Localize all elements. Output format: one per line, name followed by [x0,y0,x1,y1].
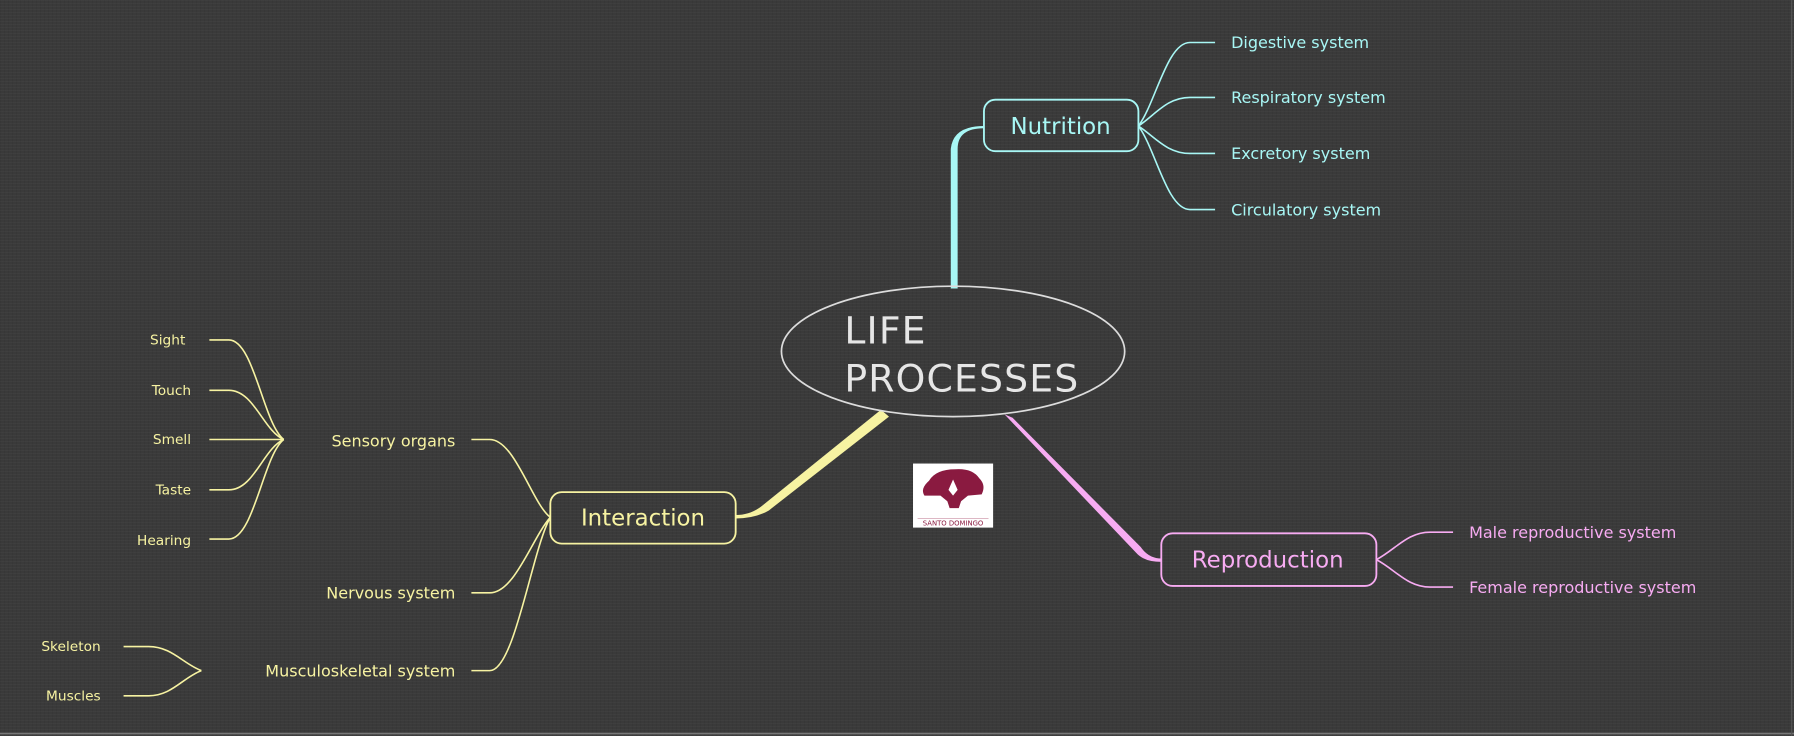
subtopic-sensory-organs[interactable]: Sensory organs [331,431,455,450]
subtopic-muscles[interactable]: Muscles [46,688,101,704]
nutrition-connectors [1137,41,1216,211]
interaction-connectors [123,339,552,697]
subtopic-respiratory-system[interactable]: Respiratory system [1231,88,1386,107]
santo-domingo-logo: SANTO DOMINGO [913,463,994,528]
subtopic-circulatory-system[interactable]: Circulatory system [1231,200,1381,219]
reproduction-label: Reproduction [1192,548,1344,574]
subtopic-hearing[interactable]: Hearing [137,533,191,549]
central-title-line2: PROCESSES [844,356,1079,400]
nutrition-branch [950,126,984,289]
interaction-label: Interaction [581,505,705,531]
subtopic-touch[interactable]: Touch [151,383,191,399]
topic-nutrition[interactable]: Nutrition [983,98,1140,153]
subtopic-taste[interactable]: Taste [155,482,191,498]
pen-nib-icon [948,479,958,496]
subtopic-male-reproductive-system[interactable]: Male reproductive system [1469,523,1676,542]
nutrition-label: Nutrition [1011,114,1111,140]
subtopic-smell[interactable]: Smell [153,432,191,448]
reproduction-branch [1004,414,1162,562]
subtopic-skeleton[interactable]: Skeleton [41,639,100,655]
subtopic-excretory-system[interactable]: Excretory system [1231,144,1370,163]
topic-interaction[interactable]: Interaction [549,491,737,545]
interaction-branch [735,409,889,519]
logo-text: SANTO DOMINGO [923,519,984,527]
reproduction-connectors [1376,531,1454,588]
subtopic-digestive-system[interactable]: Digestive system [1231,33,1369,52]
subtopic-female-reproductive-system[interactable]: Female reproductive system [1469,578,1696,597]
central-title-line1: LIFE [844,308,926,352]
topic-reproduction[interactable]: Reproduction [1160,532,1378,587]
subtopic-musculoskeletal-system[interactable]: Musculoskeletal system [265,661,455,680]
subtopic-nervous-system[interactable]: Nervous system [326,584,455,603]
subtopic-sight[interactable]: Sight [150,333,186,349]
central-topic[interactable]: LIFE PROCESSES [780,285,1126,418]
